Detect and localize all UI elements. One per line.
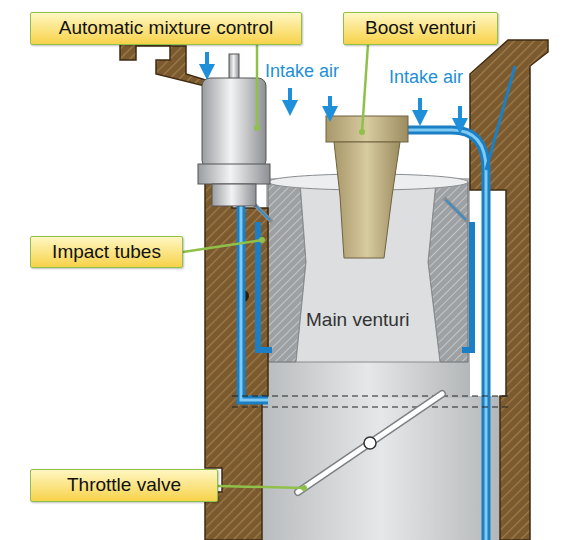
leader-line — [256, 44, 259, 128]
leader-dot — [301, 485, 307, 491]
airflow-label: Intake air — [265, 62, 339, 82]
airflow-arrow — [328, 96, 332, 114]
callout-text: Throttle valve — [67, 475, 181, 496]
callout-box: Impact tubes — [30, 236, 183, 268]
throttle-plate — [298, 394, 442, 492]
leader-dot — [359, 129, 365, 135]
mixture-control-valve — [212, 184, 256, 206]
housing-wall — [120, 38, 268, 540]
airflow-arrow — [288, 88, 292, 108]
leader-line — [183, 240, 262, 252]
throttle-bore — [262, 396, 500, 540]
dashed-line — [232, 395, 512, 396]
dashed-line — [232, 406, 512, 407]
part-label: Main venturi — [306, 310, 410, 331]
callout-box: Boost venturi — [343, 12, 498, 45]
callout-text: Impact tubes — [52, 242, 161, 263]
mixture-control-base — [198, 164, 270, 184]
airflow-label: Intake air — [389, 68, 463, 88]
fuel-channel — [404, 130, 486, 540]
leader-dot — [254, 125, 260, 131]
boost-venturi-cap — [326, 116, 408, 142]
callout-box: Throttle valve — [30, 469, 218, 502]
control-stem — [229, 54, 239, 80]
callout-text: Boost venturi — [365, 18, 476, 39]
boost-venturi-body — [334, 142, 400, 258]
impact-tube — [444, 198, 468, 222]
vent-line — [486, 66, 515, 170]
impact-tube — [446, 200, 466, 220]
leader-line — [218, 486, 304, 488]
callout-box: Automatic mixture control — [30, 12, 302, 45]
airflow-arrow — [458, 106, 462, 126]
throttle-shaft — [364, 437, 376, 449]
leader-dot — [259, 237, 265, 243]
callout-text: Automatic mixture control — [59, 18, 273, 39]
fuel-channel — [258, 222, 272, 350]
throttle-plate — [298, 394, 442, 492]
airflow-arrow — [418, 98, 422, 118]
fuel-channel — [241, 205, 268, 400]
fuel-channel — [404, 130, 486, 540]
airflow-arrow — [205, 52, 209, 72]
leader-line — [362, 44, 368, 132]
fuel-channel — [462, 222, 472, 350]
fuel-channel — [241, 205, 268, 400]
